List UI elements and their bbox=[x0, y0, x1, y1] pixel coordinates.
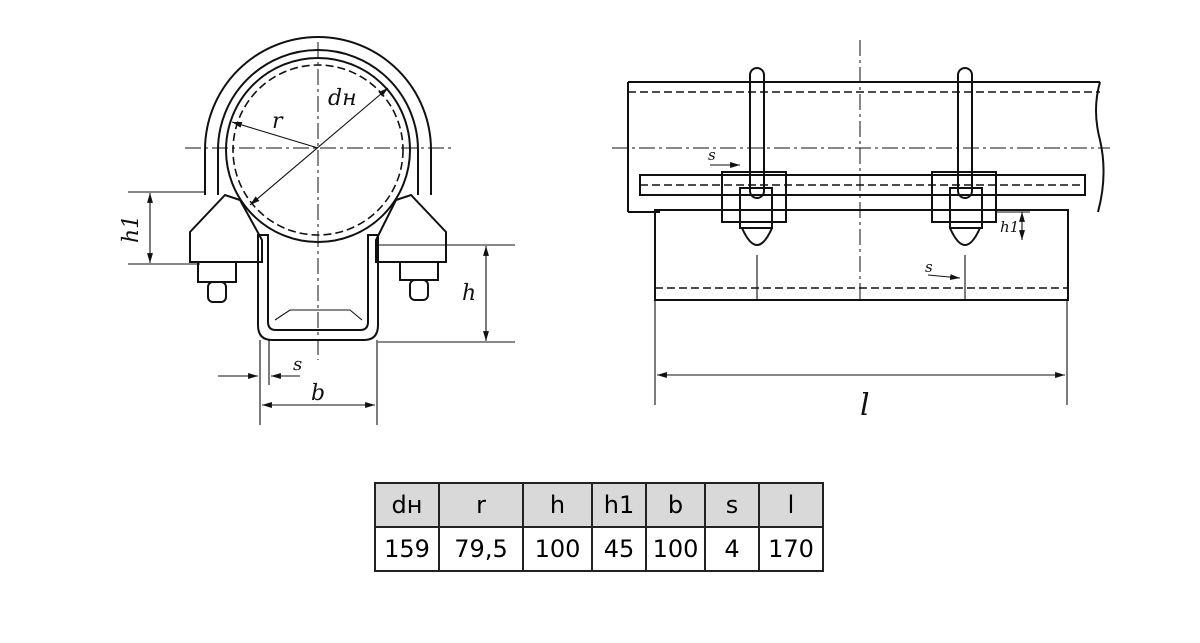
bracket bbox=[721, 171, 787, 223]
label-b: b bbox=[311, 381, 325, 406]
header-cell: s bbox=[704, 482, 760, 528]
rod bbox=[749, 67, 765, 199]
header-cell: dн bbox=[374, 482, 440, 528]
clamp-left bbox=[721, 67, 787, 300]
value-cell: 79,5 bbox=[438, 526, 524, 572]
value-cell: 100 bbox=[645, 526, 706, 572]
pipe-inner-circle bbox=[232, 64, 404, 236]
table-header-row: dн r h h1 b s l bbox=[374, 482, 824, 528]
u-bolt-inner bbox=[217, 49, 419, 195]
rod bbox=[957, 67, 973, 199]
s-arrow-bottom bbox=[927, 274, 961, 281]
nut bbox=[739, 187, 773, 229]
pipe-outline bbox=[627, 81, 1105, 213]
nut bbox=[949, 187, 983, 229]
diameter-line bbox=[249, 87, 389, 206]
clamp-right bbox=[931, 67, 997, 300]
side-view: s h1 s l bbox=[612, 40, 1110, 423]
label-dn: dн bbox=[328, 86, 357, 111]
channel-inner-line bbox=[274, 309, 363, 321]
dimensions-table: dн r h h1 b s l 159 79,5 100 45 100 4 17… bbox=[374, 482, 824, 572]
table-row: 159 79,5 100 45 100 4 170 bbox=[374, 526, 824, 572]
label-h: h bbox=[462, 281, 476, 306]
value-cell: 45 bbox=[591, 526, 647, 572]
header-cell: b bbox=[645, 482, 706, 528]
label-h1: h1 bbox=[119, 215, 144, 243]
left-bolt-end bbox=[207, 281, 227, 303]
header-cell: h bbox=[522, 482, 593, 528]
base-channel bbox=[654, 209, 1069, 301]
label-s: s bbox=[293, 354, 302, 375]
header-cell: h1 bbox=[591, 482, 647, 528]
u-bolt-outer bbox=[204, 36, 432, 195]
shackle bbox=[949, 227, 981, 246]
label-s-bottom: s bbox=[925, 258, 933, 276]
right-bracket bbox=[375, 193, 447, 263]
value-cell: 170 bbox=[758, 526, 824, 572]
value-cell: 159 bbox=[374, 526, 440, 572]
clamp-strip bbox=[639, 174, 1086, 196]
label-h1-right: h1 bbox=[1000, 218, 1019, 236]
header-cell: l bbox=[758, 482, 824, 528]
header-cell: r bbox=[438, 482, 524, 528]
label-s-top: s bbox=[708, 146, 716, 164]
channel-support bbox=[257, 234, 379, 341]
label-r: r bbox=[272, 109, 284, 134]
pipe-circle bbox=[225, 57, 411, 243]
left-nut bbox=[197, 261, 237, 283]
left-bracket bbox=[189, 193, 263, 263]
bracket bbox=[931, 171, 997, 223]
label-l: l bbox=[860, 388, 870, 423]
right-nut bbox=[399, 261, 439, 281]
value-cell: 4 bbox=[704, 526, 760, 572]
value-cell: 100 bbox=[522, 526, 593, 572]
front-view: r dн h1 h s b bbox=[119, 36, 515, 425]
right-bolt-end bbox=[409, 279, 429, 301]
shackle bbox=[741, 227, 773, 246]
